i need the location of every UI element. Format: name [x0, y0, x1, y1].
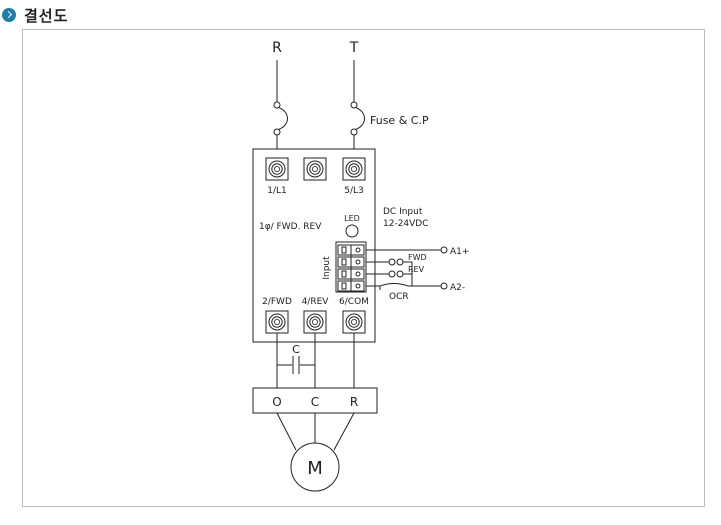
terminal-l1	[265, 157, 289, 181]
terminal-l3-label: 5/L3	[344, 186, 364, 196]
ocr-label: OCR	[389, 292, 409, 302]
terminal-middle	[303, 157, 327, 181]
ocr-contact	[379, 283, 409, 290]
dc-voltage-label: 12-24VDC	[383, 219, 429, 229]
terminal-rev	[303, 310, 327, 334]
fwd-label: FWD	[408, 253, 427, 262]
fuse-r-contact-top	[273, 101, 281, 109]
supply-t-label: T	[349, 40, 359, 56]
rev-switch-contact-2	[396, 270, 404, 278]
fuse-label: Fuse & C.P	[370, 114, 429, 127]
motor-terminal-c: C	[311, 395, 319, 409]
rev-label: REV	[408, 265, 425, 274]
fwd-switch-contact-2	[396, 258, 404, 266]
input-label: Input	[322, 256, 332, 280]
motor-label: M	[307, 458, 323, 479]
terminal-fwd	[265, 310, 289, 334]
capacitor-label: C	[292, 343, 300, 356]
led-label: LED	[344, 214, 360, 223]
chevron-right-icon	[2, 8, 16, 22]
terminal-l1-label: 1/L1	[267, 186, 287, 196]
a1-terminal	[440, 246, 448, 254]
a2-label: A2-	[450, 283, 465, 293]
section-title: 결선도	[24, 6, 69, 25]
motor-terminal-r: R	[350, 395, 358, 409]
led-indicator	[345, 224, 359, 238]
a2-terminal	[440, 282, 448, 290]
terminal-fwd-label: 2/FWD	[262, 297, 292, 307]
mode-label: 1φ/ FWD. REV	[259, 222, 322, 232]
supply-r-label: R	[272, 40, 282, 56]
dc-input-label: DC Input	[383, 207, 423, 217]
diagram-frame	[22, 29, 705, 507]
terminal-rev-label: 4/REV	[302, 297, 330, 307]
terminal-l3	[342, 157, 366, 181]
section-header: 결선도	[2, 4, 68, 26]
terminal-com-label: 6/COM	[339, 297, 369, 307]
input-terminal-block	[335, 241, 367, 293]
terminal-com	[342, 310, 366, 334]
fuse-t-contact-top	[350, 101, 358, 109]
a1-label: A1+	[450, 247, 469, 257]
rev-switch-contact-1	[388, 270, 396, 278]
fuse-r-contact-bottom	[273, 128, 281, 136]
fuse-t-contact-bottom	[350, 128, 358, 136]
fuse-r	[276, 106, 288, 131]
fuse-t	[353, 106, 365, 131]
fwd-switch-contact-1	[388, 258, 396, 266]
motor	[290, 442, 340, 492]
motor-terminal-o: O	[272, 395, 281, 409]
